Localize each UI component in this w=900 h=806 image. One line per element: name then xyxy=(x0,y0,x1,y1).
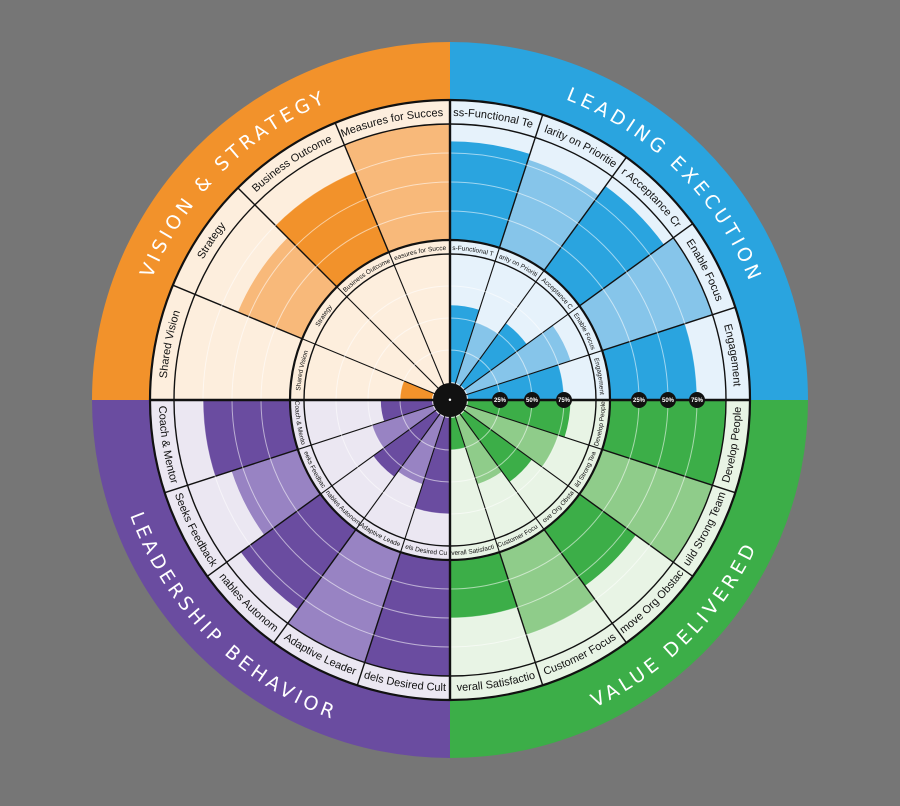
vision-inner-divider-2 xyxy=(336,286,451,401)
value-inner-fill-0 xyxy=(467,400,571,438)
leadership-outer-fill-1 xyxy=(287,529,401,663)
vision-inner-fill-0 xyxy=(400,380,434,400)
execution-outer-fill-1 xyxy=(499,159,599,271)
leadership-outer-fill-4 xyxy=(203,400,298,477)
inner_markers-marker-1: 50% xyxy=(524,392,540,408)
center-dot: • xyxy=(448,395,451,405)
grid-rings xyxy=(148,98,752,702)
vision-quadrant-band xyxy=(92,42,450,400)
vision-inner-divider-1 xyxy=(301,338,451,401)
execution-inner-divider-3 xyxy=(449,305,580,401)
inner_markers-marker-0: 25% xyxy=(492,392,508,408)
leadership-outer-fill-2 xyxy=(240,494,356,610)
value-inner-divider-3 xyxy=(449,399,545,530)
outer_markers-marker-label-0: 25% xyxy=(633,398,646,404)
inner_markers-marker-label-1: 50% xyxy=(526,398,539,404)
leadership-inner-fill-1 xyxy=(398,414,445,485)
execution-outer-fill-0 xyxy=(450,141,530,248)
outer_markers-marker-1: 50% xyxy=(660,392,676,408)
value-inner-divider-2 xyxy=(449,399,580,495)
execution-outer-fill-4 xyxy=(602,323,697,400)
inner_markers-marker-2: 75% xyxy=(556,392,572,408)
leadership-inner-fill-2 xyxy=(373,410,440,477)
vision-inner-divider-3 xyxy=(388,251,451,401)
leadership-inner-fill-0 xyxy=(414,417,450,514)
leadership-inner-divider-2 xyxy=(355,399,451,530)
center-hub xyxy=(433,383,467,417)
execution-inner-fill-2 xyxy=(460,323,527,390)
vision-outer-fill-2 xyxy=(275,171,389,287)
value-outer-fill-3 xyxy=(499,529,596,635)
value-inner-divider-4 xyxy=(449,399,500,553)
value-inner-fill-4 xyxy=(450,417,466,450)
wheel-center: • xyxy=(433,383,467,417)
execution-quadrant-band xyxy=(450,42,808,400)
value-inner-divider-1 xyxy=(449,399,603,450)
execution-inner-divider-4 xyxy=(449,350,603,401)
execution-inner-divider-2 xyxy=(449,270,545,401)
leadership-inner-divider-4 xyxy=(297,399,451,450)
inner_markers-marker-label-2: 75% xyxy=(558,398,571,404)
value-outer-fill-4 xyxy=(450,552,518,618)
execution-inner-fill-0 xyxy=(450,305,480,383)
value-inner-fill-3 xyxy=(455,414,502,485)
percent-markers: 25% 50% 75% 25% 50% 75% xyxy=(492,392,705,408)
leadership-outer-fill-3 xyxy=(231,449,321,535)
inner_markers-marker-label-0: 25% xyxy=(494,398,507,404)
outer_markers-marker-0: 25% xyxy=(631,392,647,408)
execution-inner-fill-1 xyxy=(455,322,499,386)
leadership-inner-fill-4 xyxy=(380,400,433,422)
execution-inner-divider-1 xyxy=(449,247,500,401)
outer_markers-marker-label-1: 50% xyxy=(662,398,675,404)
outer_markers-marker-label-2: 75% xyxy=(691,398,704,404)
value-inner-fill-2 xyxy=(460,410,532,482)
value-quadrant-band xyxy=(450,400,808,758)
leadership-quadrant-band xyxy=(92,400,450,758)
value-inner-fill-1 xyxy=(464,405,559,468)
leadership-inner-divider-1 xyxy=(400,399,451,553)
execution-inner-fill-3 xyxy=(464,325,571,395)
leadership-inner-fill-3 xyxy=(372,405,436,449)
outer_markers-marker-2: 75% xyxy=(689,392,705,408)
execution-inner-fill-4 xyxy=(467,364,564,400)
value-outer-fill-2 xyxy=(544,494,636,586)
value-outer-fill-1 xyxy=(579,449,713,563)
leadership-inner-divider-3 xyxy=(320,399,451,495)
execution-outer-fill-3 xyxy=(579,237,713,351)
